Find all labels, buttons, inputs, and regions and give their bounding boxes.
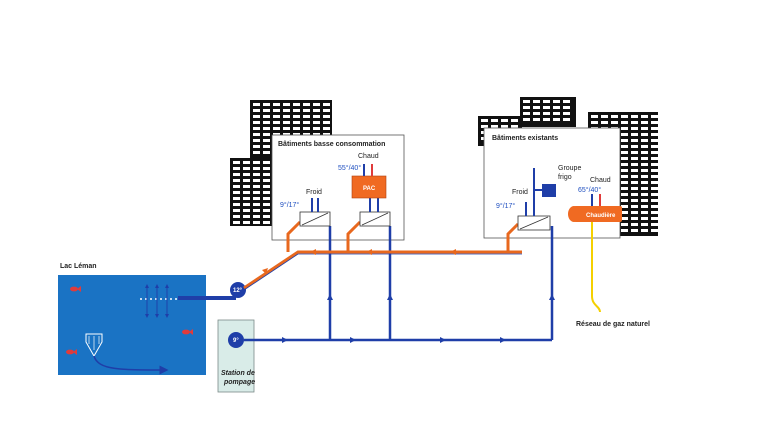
lake-leman xyxy=(58,275,206,375)
gas-network-label: Réseau de gaz naturel xyxy=(576,321,650,328)
fish-icon xyxy=(182,329,193,335)
flow-arrows-orange xyxy=(262,249,456,274)
froid-low-label: Froid xyxy=(306,189,322,196)
pac-unit xyxy=(351,175,387,199)
fish-icon xyxy=(70,286,81,292)
chaudiere-label: Chaudière xyxy=(586,213,616,219)
flow-arrows-blue xyxy=(282,294,555,343)
intake-pipe xyxy=(93,355,169,375)
heat-exchanger-froid-low xyxy=(299,198,331,227)
temp-hot-existing: 65°/40° xyxy=(578,186,601,194)
pump-supply xyxy=(228,332,244,348)
station-label-line2: pompage xyxy=(223,379,255,386)
pump-return-temp: 12° xyxy=(233,288,243,294)
discharge-diffuser xyxy=(140,284,178,318)
existing-title: Bâtiments existants xyxy=(492,135,558,142)
building-existing-back xyxy=(520,97,576,127)
groupe-frigo-unit xyxy=(542,184,556,197)
cold-supply-main xyxy=(244,226,554,342)
fish-icon xyxy=(66,349,77,355)
gas-line xyxy=(591,222,601,313)
lake-label: Lac Léman xyxy=(60,263,97,270)
temp-cold-existing: 9°/17° xyxy=(496,202,515,210)
groupe-frigo-label-1: Groupe xyxy=(558,165,581,172)
temp-hot-low: 55°/40° xyxy=(338,164,361,172)
building-tower-left xyxy=(230,158,278,226)
heat-exchanger-froid-existing xyxy=(517,168,551,231)
groupe-frigo-label-2: frigo xyxy=(558,174,572,181)
intake-strainer-icon xyxy=(85,333,103,358)
pac-label: PAC xyxy=(363,186,376,192)
temp-cold-low: 9°/17° xyxy=(280,201,299,209)
station-label-line1: Station de xyxy=(221,370,255,377)
froid-existing-label: Froid xyxy=(512,189,528,196)
warm-return-header xyxy=(243,220,522,291)
chaudiere-unit xyxy=(568,194,622,222)
chaud-low-label: Chaud xyxy=(358,153,379,160)
pump-supply-temp: 9° xyxy=(233,338,239,344)
heat-exchanger-pac xyxy=(359,198,391,227)
chaud-existing-label: Chaud xyxy=(590,177,611,184)
low-consumption-title: Bâtiments basse consommation xyxy=(278,141,385,148)
pump-return xyxy=(230,282,246,298)
